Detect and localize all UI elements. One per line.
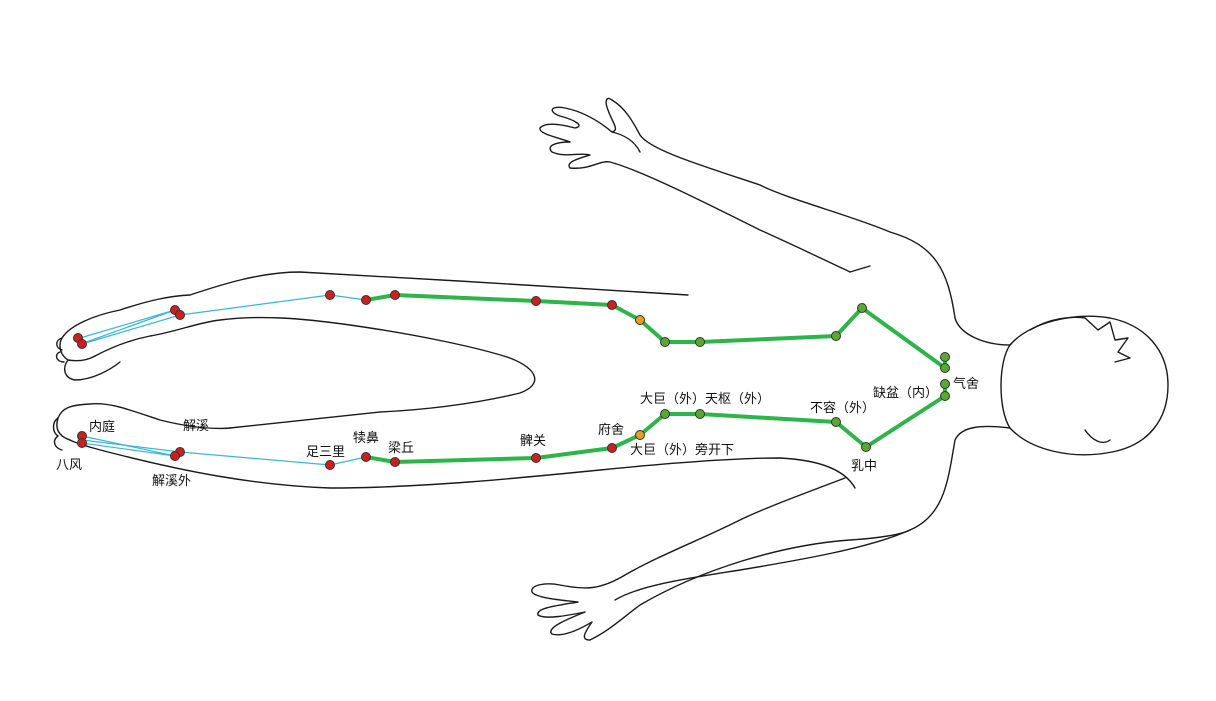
- label-ruzhong: 乳中: [851, 459, 877, 474]
- acupoint-liangqiu-lower: [390, 457, 400, 467]
- acupoint-qishe-upper: [940, 352, 950, 362]
- label-dajv-pangkaixia: 大巨（外）旁开下: [630, 442, 734, 458]
- foot-branch-lines-upper: [77, 294, 367, 346]
- label-jiexi-wai: 解溪外: [152, 474, 191, 489]
- acupoint-dubi-upper: [361, 295, 371, 305]
- acupoint-dajv-lower: [660, 409, 670, 419]
- ear-outline: [1084, 429, 1111, 444]
- acupoints: [73, 290, 950, 470]
- acupoint-quepen-lower: [940, 391, 950, 401]
- label-jiexi: 解溪: [183, 419, 209, 434]
- hair-outline: [1029, 316, 1131, 363]
- meridian-lines: [77, 293, 947, 466]
- label-burong-wai: 不容（外）: [810, 400, 875, 416]
- label-dajv-tianshu: 大巨（外）天枢（外）: [640, 392, 770, 407]
- lower-leg-outline-top: [56, 402, 231, 441]
- acupoint-bafeng-upper: [77, 339, 87, 349]
- acupoint-tianshu-upper: [695, 337, 705, 347]
- upper-neck-outline: [611, 99, 1011, 346]
- upper-leg-outline-top: [59, 271, 689, 362]
- label-fushe: 府舍: [598, 423, 624, 438]
- label-liangqiu: 梁丘: [388, 441, 414, 456]
- label-neiting: 内庭: [89, 419, 115, 435]
- upper-foot-outline: [63, 359, 121, 381]
- label-quepen-nei: 缺盆（内）: [873, 385, 938, 401]
- acupoint-transition-lower: [635, 430, 645, 440]
- upper-arm-inner: [849, 265, 871, 273]
- acupoint-dajv-upper: [660, 337, 670, 347]
- acupoint-bafeng-lower: [77, 438, 87, 448]
- acupoint-zusanli-lower: [325, 460, 335, 470]
- acupoint-tianshu-lower: [695, 409, 705, 419]
- upper-arm-outline-top: [539, 97, 851, 273]
- lower-leg-outline-bottom: [69, 439, 856, 489]
- label-qishe: 气舍: [953, 376, 979, 392]
- acupoint-fushe-lower: [607, 443, 617, 453]
- acupoint-jiexi-wai-upper: [175, 310, 185, 320]
- upper-toes: [55, 337, 65, 363]
- upper-leg-outline-bottom: [94, 316, 536, 429]
- acupoint-zusanli-upper: [325, 290, 335, 300]
- lower-neck-outline: [614, 425, 1011, 601]
- acupoint-dubi-lower: [361, 452, 371, 462]
- acupoint-fushe-upper: [607, 300, 617, 310]
- acupoint-qishe-lower: [940, 379, 950, 389]
- label-bafeng: 八风: [56, 458, 82, 473]
- body-outline: [52, 97, 1169, 641]
- acupoint-burong-lower: [831, 417, 841, 427]
- acupoint-liangqiu-upper: [390, 290, 400, 300]
- acupoint-quepen-upper: [940, 363, 950, 373]
- lower-foot-outline: [52, 417, 63, 451]
- acupoint-burong-upper: [831, 331, 841, 341]
- acupoint-biguan-lower: [531, 453, 541, 463]
- label-biguan: 髀关: [520, 434, 546, 449]
- head-outline: [1000, 315, 1169, 456]
- acupoint-labels: 气舍 缺盆（内） 不容（外） 大巨（外）天枢（外） 府舍 大巨（外）旁开下 髀关…: [56, 376, 979, 489]
- hand-thumb-top: [611, 131, 641, 153]
- lower-arm-outline: [531, 477, 911, 641]
- foot-branch-lines-lower: [81, 435, 367, 466]
- acupoint-ruzhong-lower: [861, 442, 871, 452]
- acupoint-biguan-upper: [531, 296, 541, 306]
- acupoint-jiexi-wai-lower: [170, 451, 180, 461]
- label-dubi: 犊鼻: [353, 430, 379, 446]
- acupoint-transition-upper: [635, 315, 645, 325]
- acupoint-ruzhong-upper: [857, 303, 867, 313]
- label-zusanli: 足三里: [306, 445, 345, 460]
